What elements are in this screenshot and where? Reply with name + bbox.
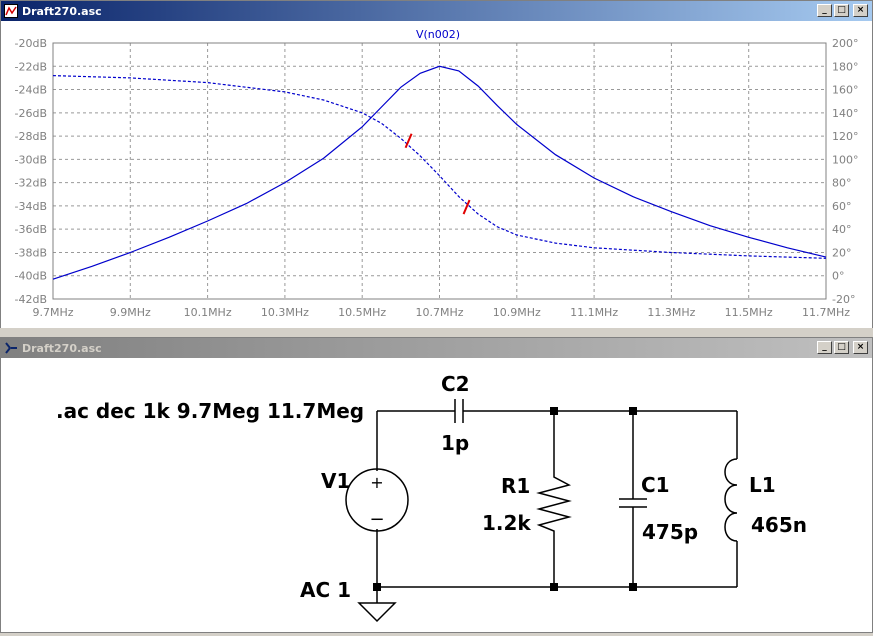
junction-nodes [373,407,637,591]
right-tick-label: 180° [832,60,859,73]
magnitude-trace[interactable] [52,65,827,280]
l1-name[interactable]: L1 [749,473,776,497]
l1-value[interactable]: 465n [751,513,807,537]
left-tick-label: -34dB [15,200,48,213]
left-tick-label: -32dB [15,177,48,190]
plot-maximize-button[interactable]: □ [834,4,849,17]
plot-traces [52,65,827,280]
right-tick-label: 160° [832,84,859,97]
capacitor-c2-symbol[interactable] [454,399,464,423]
left-tick-label: -38dB [15,246,48,259]
right-tick-label: 20° [832,246,852,259]
left-axis-ticks: -20dB -22dB -24dB -26dB -28dB -30dB -32dB -34dB… [15,37,48,306]
left-tick-label: -28dB [15,130,48,143]
c1-name[interactable]: C1 [641,473,670,497]
x-tick-label: 11.3MHz [647,306,695,319]
right-tick-label: 120° [832,130,859,143]
plot-pane[interactable]: 9.7MHz 9.9MHz 10.1MHz 10.3MHz 10.5MHz 10.7MHz… [1,22,872,328]
x-tick-label: 10.5MHz [338,306,386,319]
minus-sign: − [369,509,384,530]
phase-trace[interactable] [52,75,827,259]
plot-cursors [404,133,471,215]
right-tick-label: -20° [832,293,855,306]
x-tick-label: 11.1MHz [570,306,618,319]
right-tick-label: 40° [832,223,852,236]
schematic-maximize-button[interactable]: □ [834,341,849,354]
c1-value[interactable]: 475p [642,520,698,544]
inductor-l1-symbol[interactable] [724,458,738,542]
r1-value[interactable]: 1.2k [482,511,531,535]
left-tick-label: -36dB [15,223,48,236]
x-tick-label: 10.9MHz [493,306,541,319]
ground-icon[interactable] [357,602,397,623]
schematic-window-titlebar[interactable]: Draft270.asc _ □ × [1,338,872,358]
left-tick-label: -22dB [15,60,48,73]
plot-close-button[interactable]: × [853,4,868,17]
schematic-window: Draft270.asc _ □ × [0,337,873,633]
trace-title[interactable]: V(n002) [416,28,460,41]
right-tick-label: 80° [832,177,852,190]
x-tick-label: 10.7MHz [415,306,463,319]
r1-name[interactable]: R1 [501,474,530,498]
right-tick-label: 140° [832,107,859,120]
schematic-icon [4,341,18,355]
right-tick-label: 60° [832,200,852,213]
wires [376,410,738,603]
x-tick-label: 10.1MHz [184,306,232,319]
right-tick-label: 200° [832,37,859,50]
plot-window: Draft270.asc _ □ × 9.7MHz 9.9MHz 10.1MHz 10… [0,0,873,328]
schematic-pane[interactable]: + − .ac dec 1k 9 [1,359,872,632]
v1-value[interactable]: AC 1 [300,578,351,602]
schematic-close-button[interactable]: × [853,341,868,354]
left-tick-label: -20dB [15,37,48,50]
bode-plot[interactable]: 9.7MHz 9.9MHz 10.1MHz 10.3MHz 10.5MHz 10.7MHz… [1,22,872,328]
right-tick-label: 0° [832,270,845,283]
right-axis-ticks: 200° 180° 160° 140° 120° 100° 80° 60° 40° 20° 0° -2… [832,37,859,306]
left-tick-label: -30dB [15,153,48,166]
plot-grid [52,42,827,300]
left-tick-label: -26dB [15,107,48,120]
schematic-minimize-button[interactable]: _ [817,341,832,354]
schematic-canvas[interactable]: + − .ac dec 1k 9 [1,359,872,632]
x-tick-label: 9.7MHz [32,306,73,319]
plus-sign: + [370,473,383,492]
right-tick-label: 100° [832,153,859,166]
x-tick-label: 11.7MHz [802,306,850,319]
voltage-source-v1-symbol[interactable]: + − [345,468,409,532]
waveform-icon [4,4,18,18]
plot-minimize-button[interactable]: _ [817,4,832,17]
plot-window-title: Draft270.asc [22,4,102,18]
c2-value[interactable]: 1p [441,431,469,455]
resistor-r1-symbol[interactable] [536,469,572,537]
x-tick-label: 10.3MHz [261,306,309,319]
v1-name[interactable]: V1 [321,469,350,493]
x-tick-label: 11.5MHz [725,306,773,319]
left-tick-label: -40dB [15,270,48,283]
x-axis-ticks: 9.7MHz 9.9MHz 10.1MHz 10.3MHz 10.5MHz 10.7MHz… [32,306,850,319]
left-tick-label: -24dB [15,84,48,97]
x-tick-label: 9.9MHz [110,306,151,319]
cursor-marker[interactable] [404,133,413,149]
plot-window-titlebar[interactable]: Draft270.asc _ □ × [1,1,872,21]
schematic-window-title: Draft270.asc [22,341,102,355]
plot-frame [52,42,827,300]
ac-directive[interactable]: .ac dec 1k 9.7Meg 11.7Meg [56,399,364,423]
cursor-marker[interactable] [462,199,471,215]
capacitor-c1-symbol[interactable] [619,498,647,508]
left-tick-label: -42dB [15,293,48,306]
c2-name[interactable]: C2 [441,372,470,396]
